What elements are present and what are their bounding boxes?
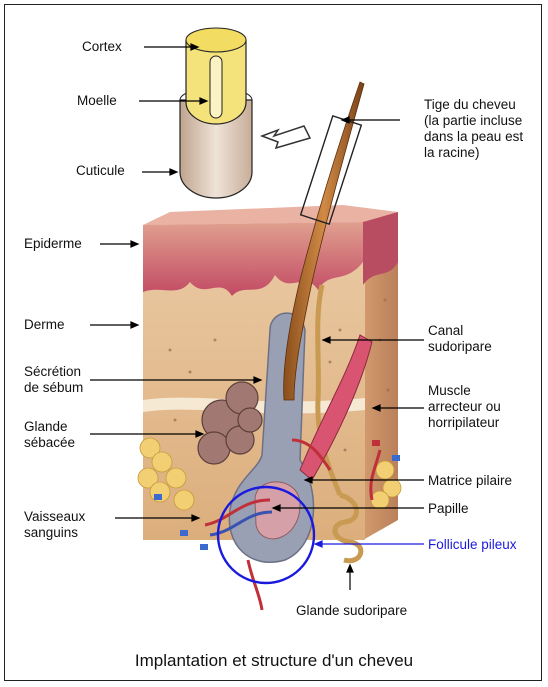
follicle-leader-line <box>315 541 424 547</box>
label-tige: Tige du cheveu (la partie incluse dans l… <box>424 97 523 161</box>
hair-cross-section <box>180 28 252 198</box>
label-vaisseaux: Vaisseaux sanguins <box>24 509 85 541</box>
label-matrice: Matrice pilaire <box>428 473 512 489</box>
label-muscle: Muscle arrecteur ou horripilateur <box>428 383 501 431</box>
figure-caption: Implantation et structure d'un cheveu <box>0 651 548 671</box>
label-canal: Canal sudoripare <box>428 323 492 355</box>
label-follicule: Follicule pileux <box>428 537 517 553</box>
label-glande-sebacee: Glande sébacée <box>24 419 75 451</box>
label-moelle: Moelle <box>77 93 117 109</box>
label-cuticule: Cuticule <box>76 163 125 179</box>
label-papille: Papille <box>428 501 469 517</box>
label-secretion: Sécrétion de sébum <box>24 364 83 396</box>
label-epiderme: Epiderme <box>24 236 82 252</box>
label-cortex: Cortex <box>82 39 122 55</box>
label-derme: Derme <box>24 317 65 333</box>
magnify-arrow <box>262 126 310 148</box>
label-glande-sudoripare: Glande sudoripare <box>296 603 407 619</box>
